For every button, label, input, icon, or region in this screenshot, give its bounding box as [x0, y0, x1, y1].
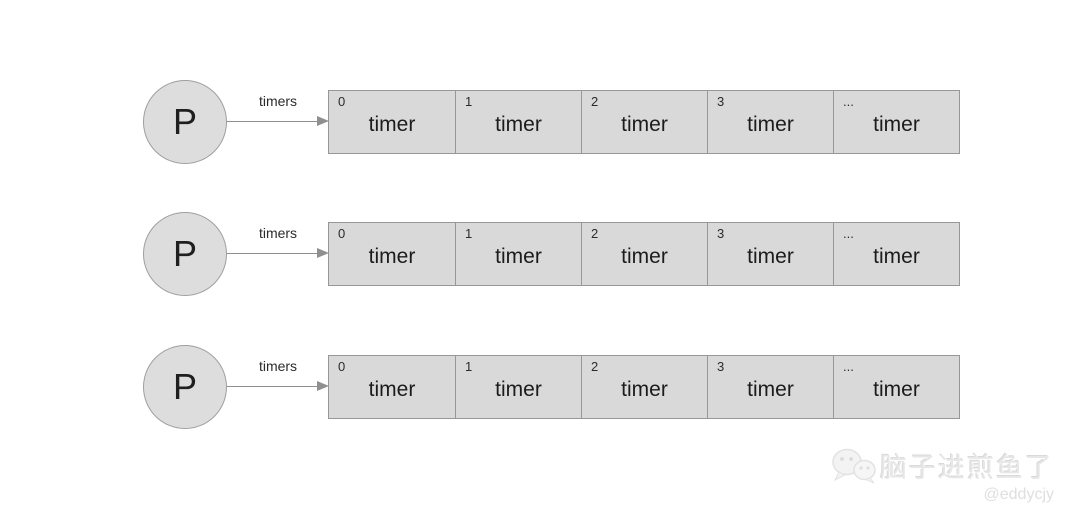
- timer-slot: ... timer: [833, 91, 959, 153]
- arrow-line: [227, 253, 318, 254]
- slot-index: 3: [717, 226, 725, 241]
- watermark-brand: 脑子进煎鱼了: [880, 453, 1054, 483]
- wechat-icon: [832, 448, 876, 483]
- timers-arrow: timers: [227, 80, 329, 164]
- timer-slot: 3 timer: [707, 91, 833, 153]
- slot-index: 1: [465, 359, 473, 374]
- slot-label: timer: [495, 244, 542, 268]
- slot-index: 3: [717, 359, 725, 374]
- arrow-head-icon: [317, 381, 329, 391]
- timer-slot: 1 timer: [455, 356, 581, 418]
- slot-index: 0: [338, 226, 346, 241]
- timer-slot: 0 timer: [329, 356, 455, 418]
- slot-label: timer: [495, 112, 542, 136]
- arrow-line: [227, 386, 318, 387]
- slot-label: timer: [873, 112, 920, 136]
- slot-index: ...: [843, 94, 854, 109]
- timer-slot: ... timer: [833, 223, 959, 285]
- slot-label: timer: [368, 377, 416, 401]
- processor-node: P: [143, 345, 227, 429]
- arrow-label: timers: [258, 93, 298, 109]
- arrow-label: timers: [258, 225, 298, 241]
- timer-array: 0 timer 1 timer 2 timer 3 timer ... time…: [328, 355, 960, 419]
- processor-node: P: [143, 212, 227, 296]
- timer-slot: 2 timer: [581, 223, 707, 285]
- slot-index: 0: [338, 94, 346, 109]
- processor-node: P: [143, 80, 227, 164]
- watermark-handle: @eddycjy: [983, 486, 1055, 503]
- watermark-row: 脑子进煎鱼了: [830, 446, 1054, 485]
- timer-array: 0 timer 1 timer 2 timer 3 timer ... time…: [328, 222, 960, 286]
- slot-label: timer: [368, 244, 416, 268]
- timer-slot: ... timer: [833, 356, 959, 418]
- processor-label: P: [172, 366, 197, 407]
- timers-arrow: timers: [227, 345, 329, 429]
- slot-label: timer: [747, 244, 794, 268]
- timer-slot: 1 timer: [455, 91, 581, 153]
- arrow-head-icon: [317, 248, 329, 258]
- timer-array: 0 timer 1 timer 2 timer 3 timer ... time…: [328, 90, 960, 154]
- slot-index: ...: [843, 359, 854, 374]
- slot-label: timer: [621, 244, 668, 268]
- slot-label: timer: [747, 112, 794, 136]
- timer-slot: 0 timer: [329, 223, 455, 285]
- slot-index: 1: [465, 94, 473, 109]
- diagram-row: P timers 0 timer 1 timer 2 timer 3 timer: [0, 80, 1080, 164]
- processor-label: P: [172, 101, 197, 142]
- timers-arrow: timers: [227, 212, 329, 296]
- timer-slot: 3 timer: [707, 356, 833, 418]
- slot-label: timer: [495, 377, 542, 401]
- slot-label: timer: [747, 377, 794, 401]
- slot-label: timer: [621, 377, 668, 401]
- slot-index: 3: [717, 94, 725, 109]
- slot-label: timer: [873, 377, 920, 401]
- slot-index: 2: [591, 94, 599, 109]
- slot-index: 1: [465, 226, 473, 241]
- timer-slot: 0 timer: [329, 91, 455, 153]
- processor-label: P: [172, 233, 197, 274]
- slot-label: timer: [368, 112, 416, 136]
- timer-slot: 2 timer: [581, 91, 707, 153]
- slot-index: 2: [591, 359, 599, 374]
- arrow-line: [227, 121, 318, 122]
- timer-slot: 3 timer: [707, 223, 833, 285]
- timer-slot: 2 timer: [581, 356, 707, 418]
- slot-index: 0: [338, 359, 346, 374]
- arrow-label: timers: [258, 358, 298, 374]
- arrow-head-icon: [317, 116, 329, 126]
- diagram-row: P timers 0 timer 1 timer 2 timer 3 timer: [0, 345, 1080, 429]
- slot-label: timer: [873, 244, 920, 268]
- diagram-row: P timers 0 timer 1 timer 2 timer 3 timer: [0, 212, 1080, 296]
- slot-label: timer: [621, 112, 668, 136]
- slot-index: ...: [843, 226, 854, 241]
- watermark: 脑子进煎鱼了 @eddycjy: [830, 446, 1054, 504]
- slot-index: 2: [591, 226, 599, 241]
- timer-slot: 1 timer: [455, 223, 581, 285]
